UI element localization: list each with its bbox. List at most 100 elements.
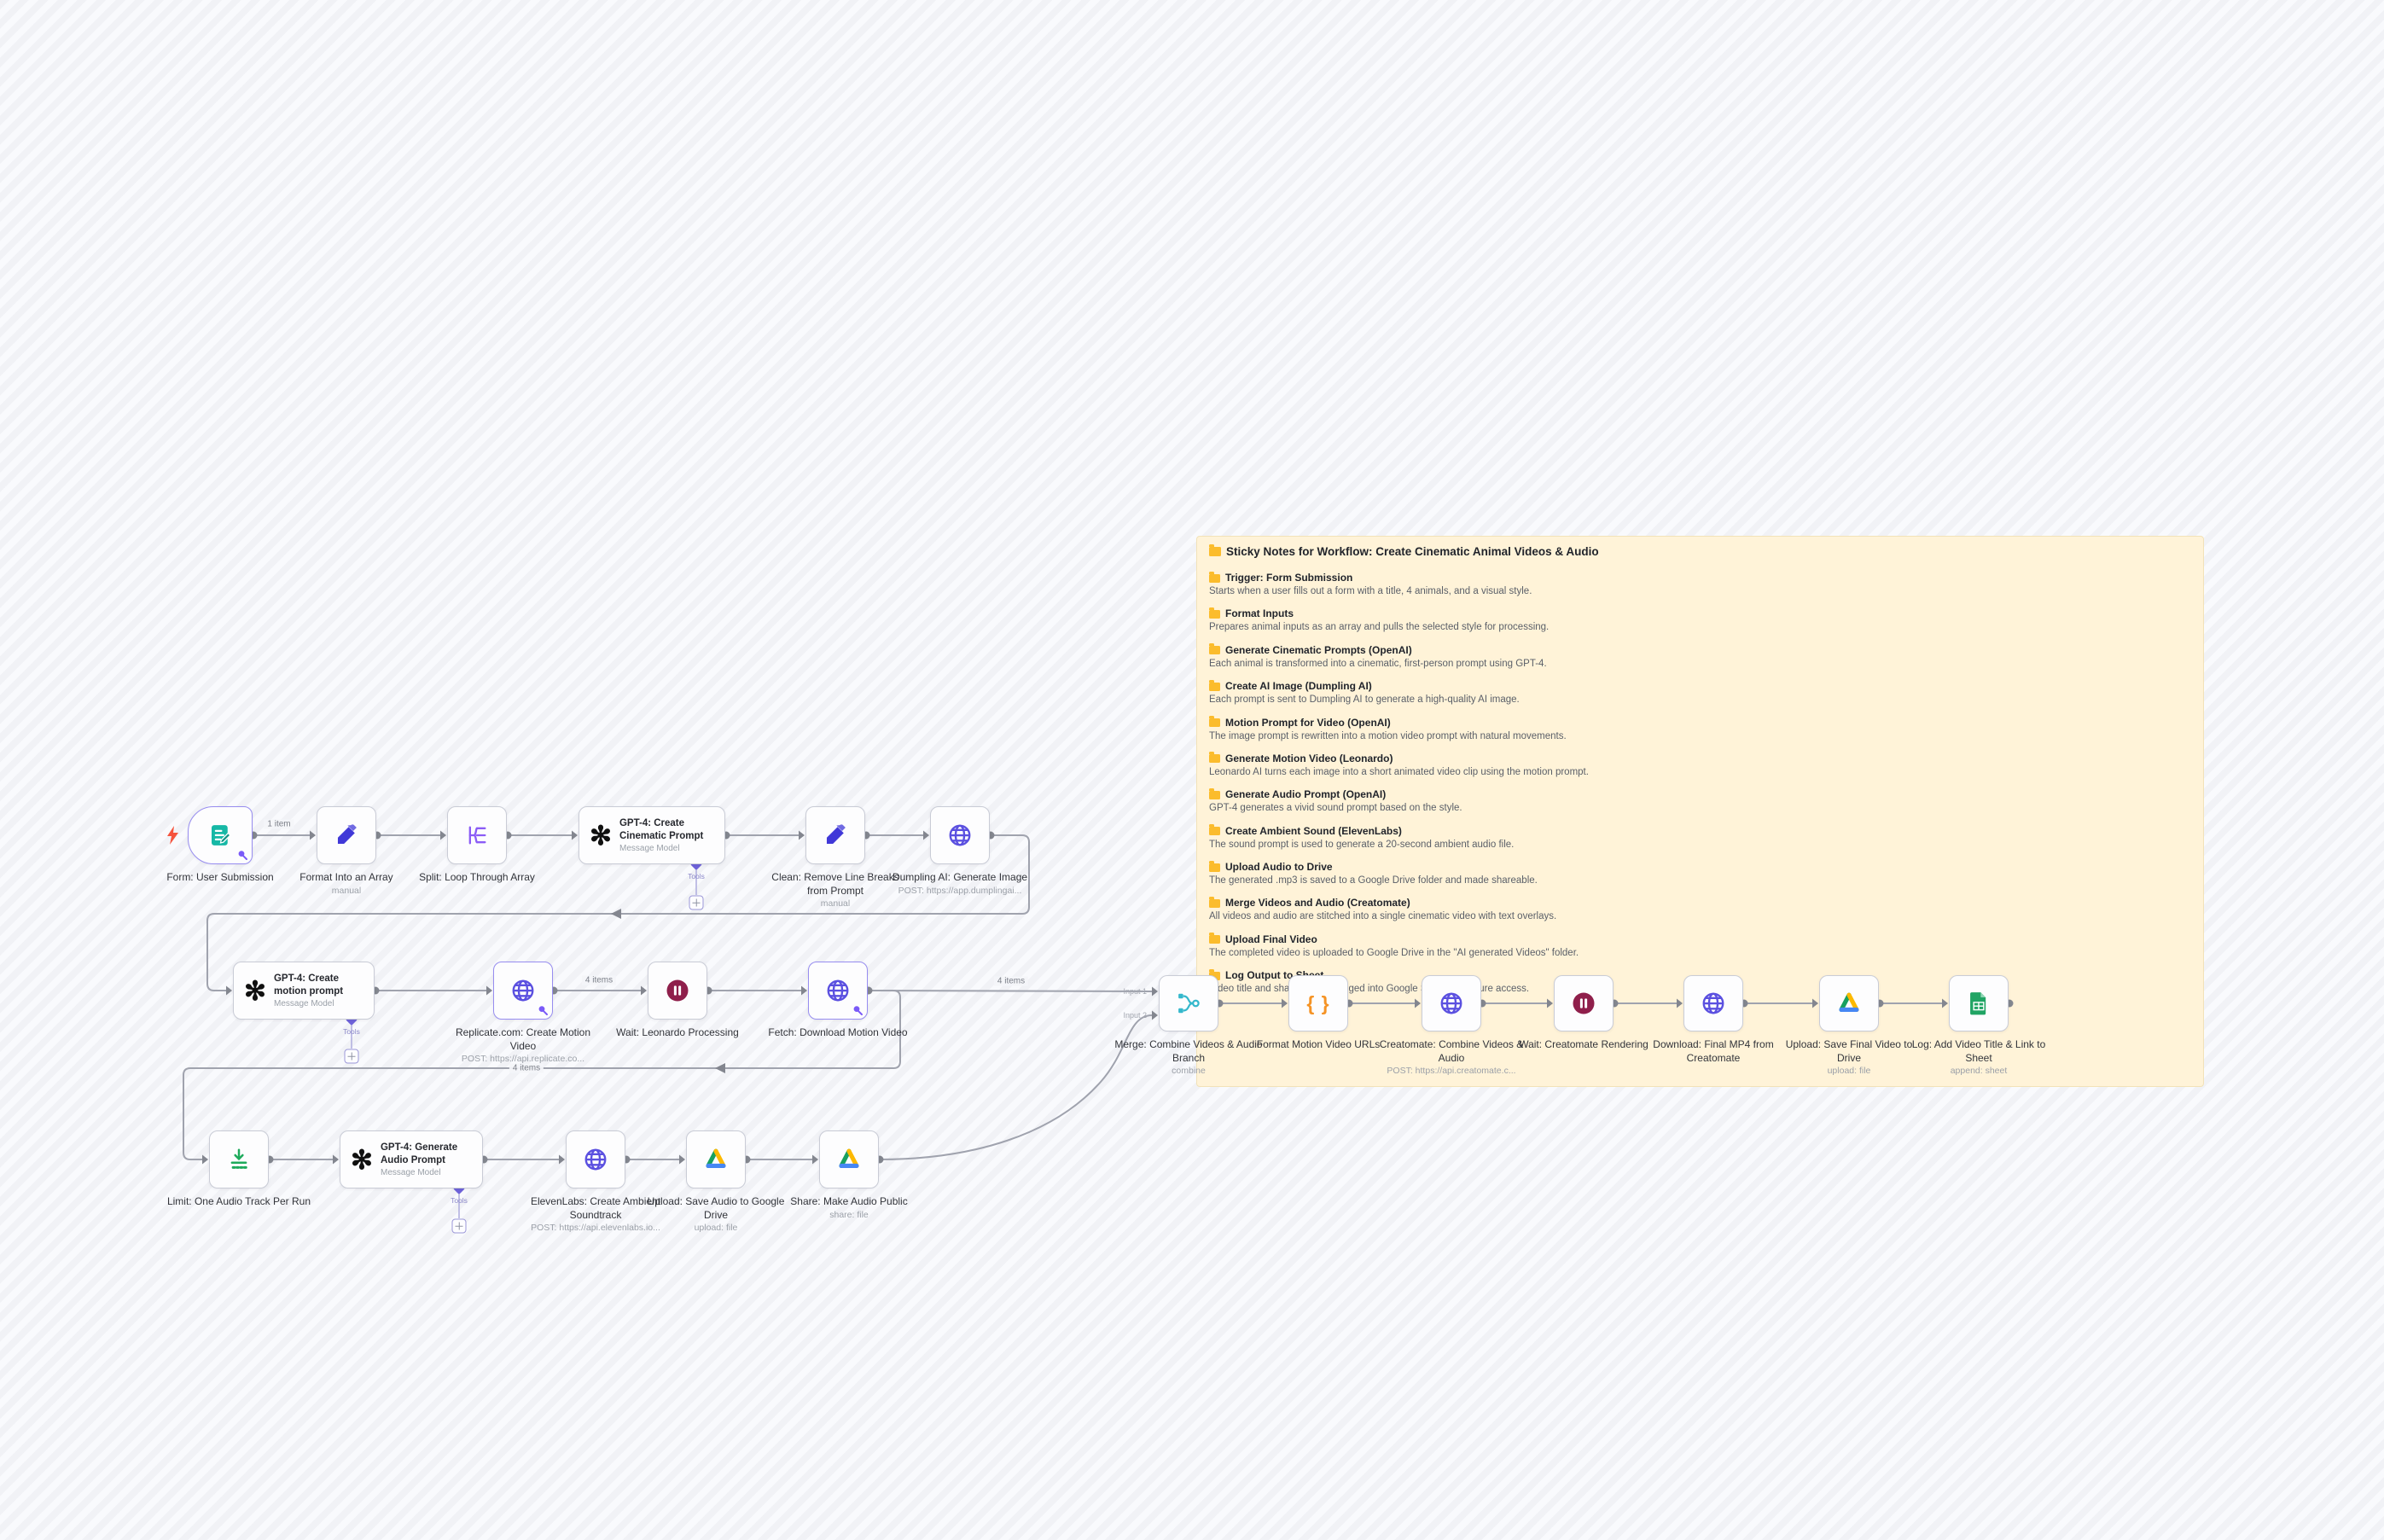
- pinned-data-pin-icon: [852, 1005, 863, 1016]
- node-merge[interactable]: [1159, 975, 1218, 1032]
- sticky-section: Merge Videos and Audio (Creatomate)All v…: [1209, 896, 2189, 922]
- sticky-section-body: Each prompt is sent to Dumpling AI to ge…: [1209, 694, 1520, 706]
- folder-icon: [1209, 716, 1220, 727]
- node-subtitle: Message Model: [273, 998, 334, 1008]
- connection-items-label: 4 items: [581, 975, 617, 985]
- code-braces-icon: { }: [1306, 991, 1330, 1014]
- sticky-section: Create Ambient Sound (ElevenLabs)The sou…: [1209, 824, 2189, 851]
- node-limit[interactable]: [209, 1130, 269, 1188]
- openai-icon: ✻: [590, 820, 612, 851]
- folder-icon: [1209, 824, 1220, 836]
- google-drive-icon: [1839, 992, 1859, 1013]
- http-request-globe-icon: [1440, 992, 1462, 1014]
- folder-icon: [1209, 679, 1220, 691]
- openai-icon: ✻: [590, 822, 612, 849]
- sticky-section: Generate Motion Video (Leonardo)Leonardo…: [1209, 752, 2189, 778]
- node-format[interactable]: [317, 806, 376, 864]
- sticky-section-body: The completed video is uploaded to Googl…: [1209, 947, 1579, 958]
- openai-icon: ✻: [244, 978, 266, 1004]
- sticky-section-body: Starts when a user fills out a form with…: [1209, 586, 1532, 596]
- node-subtitle: Message Model: [619, 843, 680, 853]
- connection-items-label: 1 item: [264, 819, 294, 829]
- folder-icon: [1209, 933, 1220, 944]
- node-dumpling[interactable]: [930, 806, 990, 864]
- add-tool-button[interactable]: [689, 895, 704, 910]
- sticky-section-body: All videos and audio are stitched into a…: [1209, 911, 1557, 922]
- form-icon: [207, 822, 233, 848]
- sticky-section-body: Prepares animal inputs as an array and p…: [1209, 622, 1550, 633]
- google-drive-icon: [706, 1148, 726, 1169]
- node-eleven[interactable]: [566, 1130, 625, 1188]
- braces-icon: { }: [1306, 991, 1330, 1014]
- folder-icon: [1209, 968, 1220, 980]
- trigger-lightning-icon: [166, 826, 180, 845]
- sticky-section: Generate Cinematic Prompts (OpenAI)Each …: [1209, 643, 2189, 670]
- folder-icon: [1209, 896, 1220, 908]
- node-title: GPT-4: Generate Audio Prompt: [380, 1142, 458, 1165]
- edit-fields-icon: [337, 824, 357, 845]
- node-form[interactable]: [167, 806, 253, 864]
- openai-icon: ✻: [351, 1144, 373, 1175]
- folder-icon: [1209, 607, 1220, 619]
- node-uploadv[interactable]: [1819, 975, 1879, 1032]
- sticky-section-body: The image prompt is rewritten into a mot…: [1209, 730, 1567, 741]
- pencil-icon: [823, 823, 847, 847]
- sticky-section: Motion Prompt for Video (OpenAI)The imag…: [1209, 716, 2189, 742]
- add-tool-button[interactable]: [451, 1218, 467, 1234]
- node-waitleo[interactable]: [648, 962, 707, 1020]
- globe-icon: [510, 978, 536, 1003]
- sticky-section-body: Each animal is transformed into a cinema…: [1209, 658, 1547, 669]
- merge-input-label: Input 1: [1123, 987, 1147, 996]
- node-creatomate[interactable]: [1422, 975, 1481, 1032]
- sticky-section-heading: Create AI Image (Dumpling AI): [1209, 679, 2189, 693]
- globe-icon: [947, 822, 973, 848]
- sticky-section-heading: Format Inputs: [1209, 607, 2189, 620]
- node-title: GPT-4: Create motion prompt: [273, 973, 344, 997]
- connection-items-label: 4 items: [993, 976, 1029, 986]
- node-share[interactable]: [819, 1130, 879, 1188]
- folder-icon: [1209, 643, 1220, 655]
- sheets-icon: [1968, 991, 1990, 1015]
- pencil-icon: [334, 823, 358, 847]
- node-split[interactable]: [447, 806, 507, 864]
- pinned-data-pin-icon: [237, 850, 248, 861]
- folder-icon: [1209, 752, 1220, 764]
- tools-connector-label: Tools: [451, 1196, 468, 1205]
- node-replicate[interactable]: [493, 962, 553, 1020]
- folder-icon: [1209, 571, 1220, 583]
- sticky-section-heading: Motion Prompt for Video (OpenAI): [1209, 716, 2189, 729]
- edit-fields-icon: [826, 824, 846, 845]
- sticky-section-heading: Generate Motion Video (Leonardo): [1209, 752, 2189, 765]
- form-trigger-icon: [212, 825, 231, 846]
- drive-icon: [704, 1148, 728, 1171]
- openai-icon: ✻: [244, 975, 266, 1006]
- node-waitcreo[interactable]: [1554, 975, 1614, 1032]
- sticky-section-heading: Upload Audio to Drive: [1209, 860, 2189, 874]
- tools-connector-label: Tools: [343, 1027, 360, 1036]
- sticky-section-body: Leonardo AI turns each image into a shor…: [1209, 766, 1589, 777]
- node-formaturls[interactable]: { }: [1288, 975, 1348, 1032]
- folder-icon: [1209, 787, 1220, 799]
- globe-icon: [825, 978, 851, 1003]
- node-logsheet[interactable]: [1949, 975, 2009, 1032]
- node-clean[interactable]: [805, 806, 865, 864]
- http-request-globe-icon: [949, 824, 971, 846]
- drive-icon: [837, 1148, 861, 1171]
- google-drive-icon: [839, 1148, 859, 1169]
- node-download[interactable]: [1683, 975, 1743, 1032]
- split-icon: [465, 823, 489, 847]
- node-uploada[interactable]: [686, 1130, 746, 1188]
- add-tool-button[interactable]: [344, 1049, 359, 1064]
- node-fetch[interactable]: [808, 962, 868, 1020]
- sticky-section-heading: Generate Audio Prompt (OpenAI): [1209, 787, 2189, 801]
- drive-icon: [1837, 991, 1861, 1015]
- openai-icon: ✻: [351, 1147, 373, 1173]
